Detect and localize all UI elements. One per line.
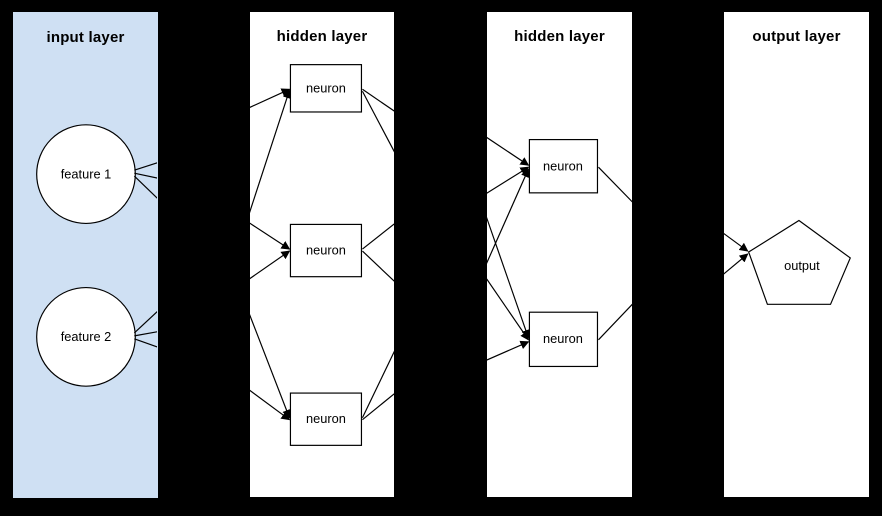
node-hidden1-neuron-3[interactable] bbox=[289, 392, 363, 446]
node-hidden2-neuron-2[interactable] bbox=[528, 311, 599, 368]
node-hidden1-neuron-1[interactable] bbox=[289, 64, 363, 113]
layer-graphics-input: feature 1 feature 2 bbox=[36, 124, 157, 387]
layer-title-hidden-2: hidden layer bbox=[514, 28, 605, 45]
edge-f1-h1a bbox=[134, 162, 157, 171]
edge-out-h1n3-b bbox=[362, 393, 394, 421]
node-hidden1-neuron-2[interactable] bbox=[289, 223, 363, 278]
edge-out-h2n1 bbox=[598, 166, 632, 203]
edge-f2-h1b bbox=[134, 331, 157, 337]
edge-f2-h1c bbox=[134, 338, 157, 348]
node-label-feature-1: feature 1 bbox=[61, 167, 112, 182]
node-hidden2-neuron-1[interactable] bbox=[528, 138, 599, 194]
layer-graphics-output: output bbox=[724, 219, 851, 305]
edge-out-h1n2-b bbox=[362, 250, 394, 282]
layer-title-input: input layer bbox=[46, 29, 125, 46]
edge-in-h2n1-a bbox=[487, 136, 530, 166]
node-label-output: output bbox=[784, 258, 820, 273]
edge-in-h1n2-b bbox=[250, 250, 291, 280]
edge-f1-h1b bbox=[134, 172, 157, 179]
node-label-hidden1-neuron-3: neuron bbox=[306, 411, 346, 426]
edge-in-h1n1-a bbox=[250, 88, 291, 108]
node-label-hidden1-neuron-1: neuron bbox=[306, 81, 346, 96]
node-label-hidden2-neuron-2: neuron bbox=[543, 331, 583, 346]
edge-f1-h1c bbox=[133, 175, 157, 199]
layer-title-output: output layer bbox=[752, 28, 841, 45]
edge-out-h1n1-a bbox=[362, 88, 394, 112]
layer-graphics-hidden-2: neuron neuron bbox=[487, 136, 632, 368]
edge-in-h1n3-b bbox=[250, 389, 291, 421]
edge-in-h2n2-c bbox=[487, 340, 530, 361]
edge-out-h1n3-a bbox=[361, 350, 394, 418]
layer-panel-hidden-1[interactable]: hidden layer bbox=[249, 11, 395, 498]
edge-in-h1n2-a bbox=[250, 222, 291, 250]
edge-in-h2n1-b bbox=[487, 166, 530, 194]
edge-out-h1n1-b bbox=[361, 90, 394, 153]
layer-title-hidden-1: hidden layer bbox=[276, 28, 368, 45]
layer-graphics-hidden-1: neuron neuron neuron bbox=[250, 64, 394, 446]
edge-in-output-a bbox=[724, 232, 749, 252]
node-label-hidden2-neuron-1: neuron bbox=[543, 159, 583, 174]
edge-in-h2n2-b bbox=[487, 278, 529, 341]
edge-in-h1n3-a bbox=[250, 314, 291, 419]
node-feature-2[interactable] bbox=[36, 286, 136, 387]
edge-f2-h1a bbox=[133, 311, 157, 334]
layer-panel-hidden-2[interactable]: hidden layer neuron neuron bbox=[486, 11, 633, 498]
edge-in-h1n1-b bbox=[250, 89, 292, 214]
edge-out-h1n2-a bbox=[362, 223, 394, 250]
edge-in-output-b bbox=[724, 253, 749, 275]
layer-panel-input[interactable]: input layer feature 1 feature 2 bbox=[13, 12, 158, 498]
node-feature-1[interactable] bbox=[36, 124, 136, 225]
edge-in-h2n1-c bbox=[487, 168, 530, 264]
edge-out-h2n2 bbox=[598, 303, 632, 341]
node-label-hidden1-neuron-2: neuron bbox=[306, 242, 346, 257]
node-output[interactable] bbox=[747, 219, 851, 305]
layer-panel-output[interactable]: output layer output bbox=[723, 11, 870, 498]
node-label-feature-2: feature 2 bbox=[61, 329, 112, 344]
edge-in-h2n2-a bbox=[487, 216, 531, 339]
